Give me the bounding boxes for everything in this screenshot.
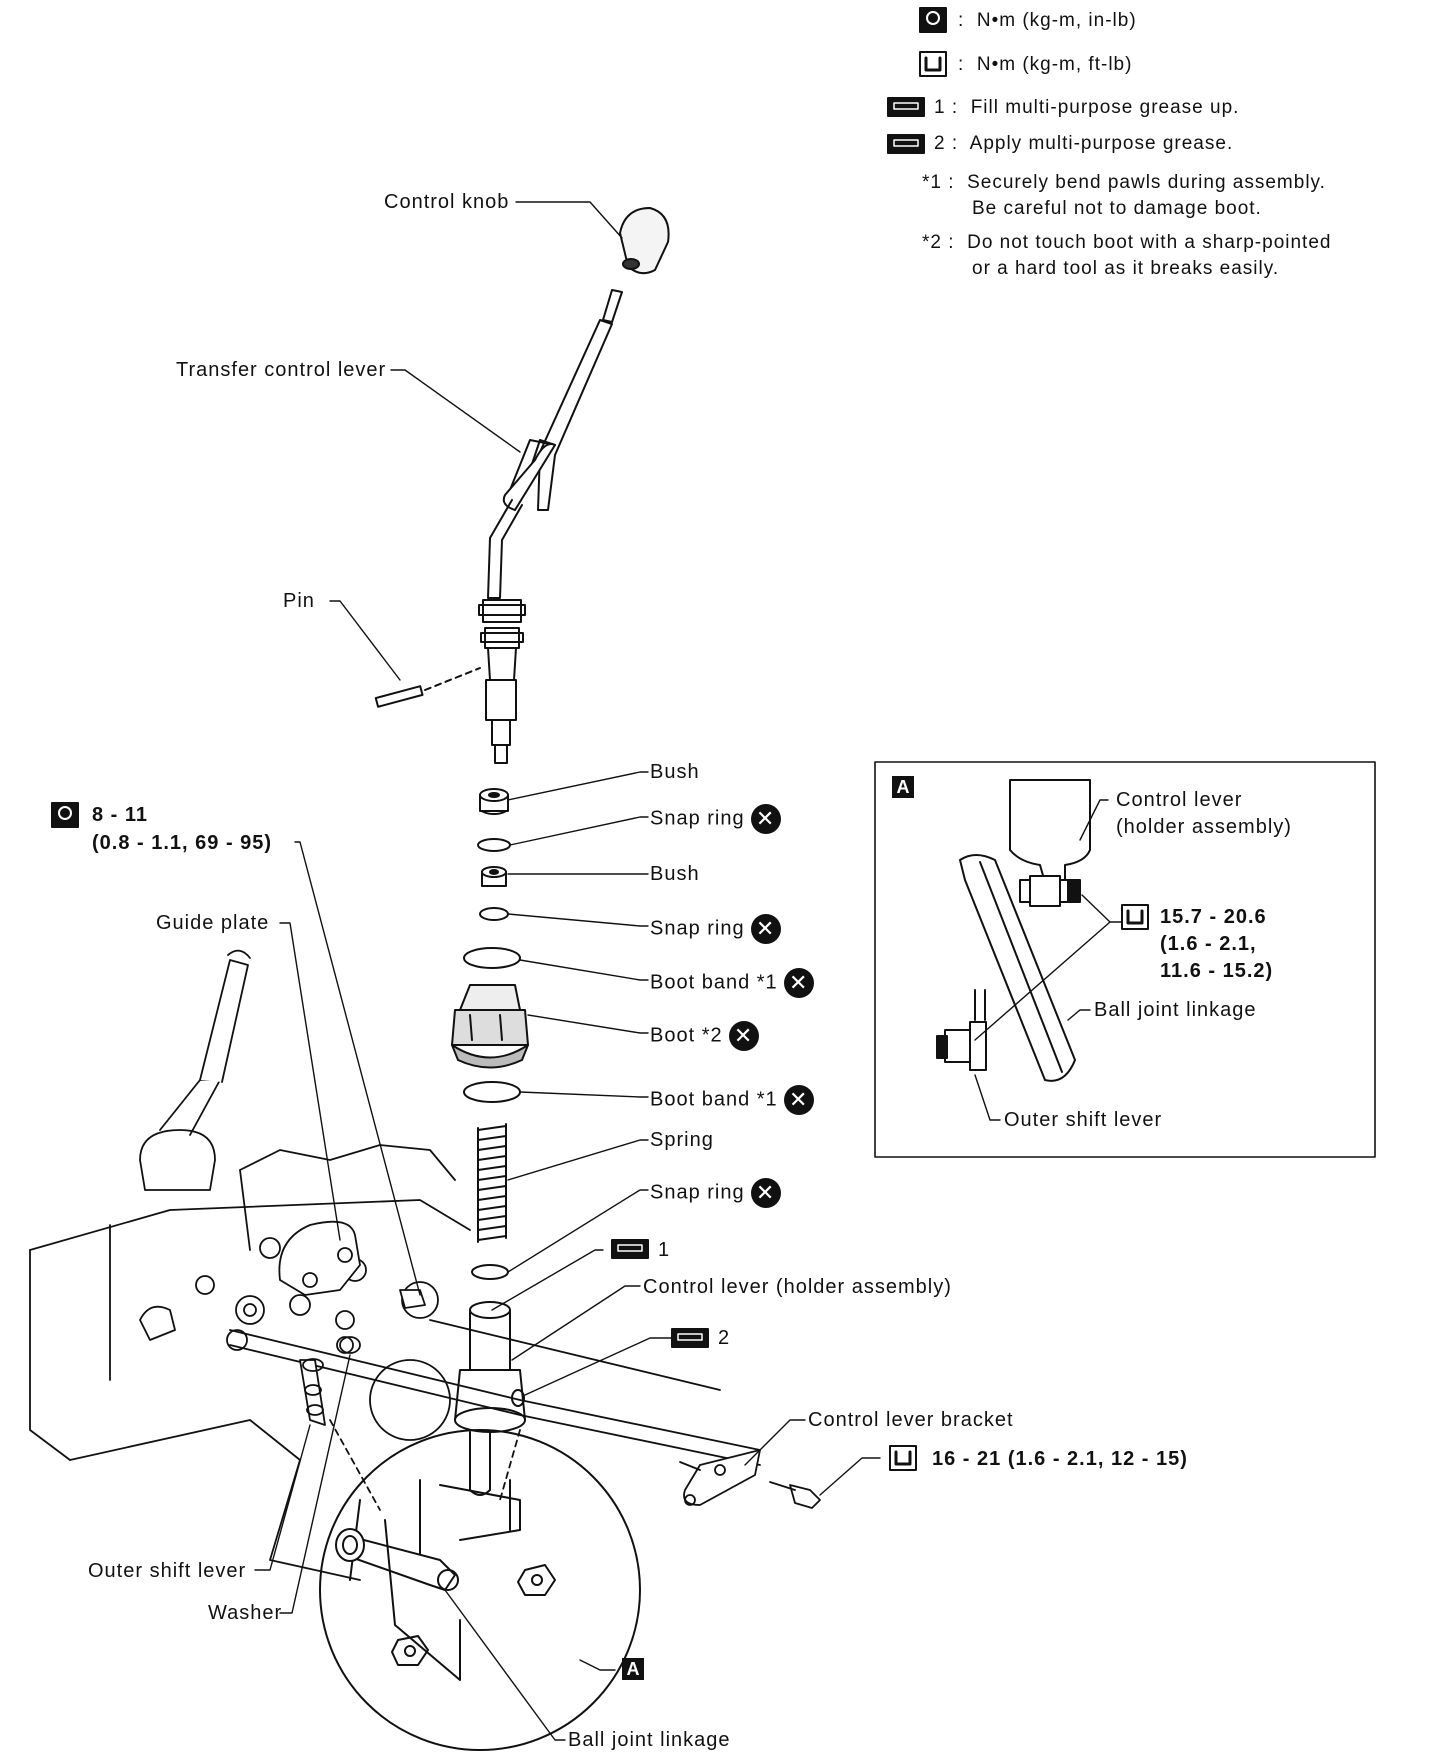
- label-guide-torque-1: 8 - 11: [92, 804, 149, 826]
- label-spring: Spring: [650, 1129, 714, 1151]
- detail-control-lever-2: (holder assembly): [1116, 816, 1292, 838]
- label-bush-1: Bush: [650, 761, 700, 783]
- label-snap-ring-3: Snap ring✕: [650, 1178, 781, 1208]
- replace-part-x-icon: ✕: [783, 968, 814, 998]
- control-knob-drawing: [619, 207, 670, 275]
- detail-control-lever-1: Control lever: [1116, 789, 1243, 811]
- label-transfer-control-lever: Transfer control lever: [176, 359, 387, 381]
- transfer-control-lever-drawing: [478, 289, 623, 764]
- detail-outer-shift-lever: Outer shift lever: [1004, 1109, 1163, 1131]
- boot-drawing: [451, 984, 529, 1069]
- label-control-lever-holder: Control lever (holder assembly): [643, 1276, 952, 1298]
- replace-part-x-icon: ✕: [750, 1178, 781, 1208]
- snap-ring-2-drawing: [479, 907, 509, 921]
- replace-part-x-icon: ✕: [783, 1085, 814, 1115]
- label-boot-band-2: Boot band *1✕: [650, 1085, 814, 1115]
- spring-drawing: [477, 1123, 507, 1243]
- replace-part-x-icon: ✕: [728, 1021, 759, 1051]
- legend-note-1: *1 : Securely bend pawls during assembly…: [922, 172, 1326, 219]
- label-control-knob: Control knob: [384, 191, 510, 213]
- label-outer-shift-lever: Outer shift lever: [88, 1560, 247, 1582]
- boot-band-1-drawing: [463, 947, 521, 969]
- detail-torque-3: 11.6 - 15.2): [1160, 960, 1274, 982]
- bush-1-drawing: [479, 788, 509, 815]
- snap-ring-3-drawing: [471, 1264, 509, 1280]
- pin-drawing: [374, 667, 481, 708]
- legend-torque-inlb: : N•m (kg-m, in-lb): [958, 10, 1137, 31]
- replace-part-x-icon: ✕: [750, 804, 781, 834]
- bush-2-drawing: [481, 866, 507, 887]
- label-bracket-torque: 16 - 21 (1.6 - 2.1, 12 - 15): [932, 1448, 1188, 1470]
- legend-grease-1: 1 : Fill multi-purpose grease up.: [934, 97, 1240, 118]
- detail-ref-a-tag: A: [622, 1658, 644, 1680]
- label-snap-ring-1: Snap ring✕: [650, 804, 781, 834]
- transmission-drawing: [29, 949, 821, 1581]
- legend-grease-2: 2 : Apply multi-purpose grease.: [934, 133, 1234, 154]
- torque-icons-inline: [51, 802, 1149, 1471]
- detail-ball-joint-linkage: Ball joint linkage: [1094, 999, 1257, 1021]
- label-guide-plate: Guide plate: [156, 912, 270, 934]
- label-snap-ring-2: Snap ring✕: [650, 914, 781, 944]
- legend-icons: [887, 7, 947, 154]
- label-grease-ref-2: 2: [718, 1327, 731, 1349]
- label-grease-ref-1: 1: [658, 1239, 671, 1261]
- boot-band-2-drawing: [463, 1081, 521, 1103]
- label-pin: Pin: [283, 590, 315, 612]
- label-washer: Washer: [208, 1602, 283, 1624]
- label-bush-2: Bush: [650, 863, 700, 885]
- legend-torque-ftlb: : N•m (kg-m, ft-lb): [958, 54, 1133, 75]
- label-boot: Boot *2✕: [650, 1021, 759, 1051]
- torque-wrench-icon-2: [919, 51, 947, 77]
- label-ball-joint-linkage: Ball joint linkage: [568, 1729, 731, 1751]
- detail-torque-2: (1.6 - 2.1,: [1160, 933, 1257, 955]
- detail-torque-1: 15.7 - 20.6: [1160, 906, 1267, 928]
- label-boot-band-1: Boot band *1✕: [650, 968, 814, 998]
- snap-ring-1-drawing: [477, 838, 511, 852]
- detail-circle-drawing: [319, 1429, 641, 1751]
- label-guide-torque-2: (0.8 - 1.1, 69 - 95): [92, 832, 273, 854]
- detail-a-tag: A: [892, 776, 914, 798]
- legend-note-2: *2 : Do not touch boot with a sharp-poin…: [922, 232, 1332, 279]
- replace-part-x-icon: ✕: [750, 914, 781, 944]
- leader-lines: [254, 201, 881, 1741]
- detail-a-inset-drawing: [874, 761, 1376, 1158]
- label-control-lever-bracket: Control lever bracket: [808, 1409, 1014, 1431]
